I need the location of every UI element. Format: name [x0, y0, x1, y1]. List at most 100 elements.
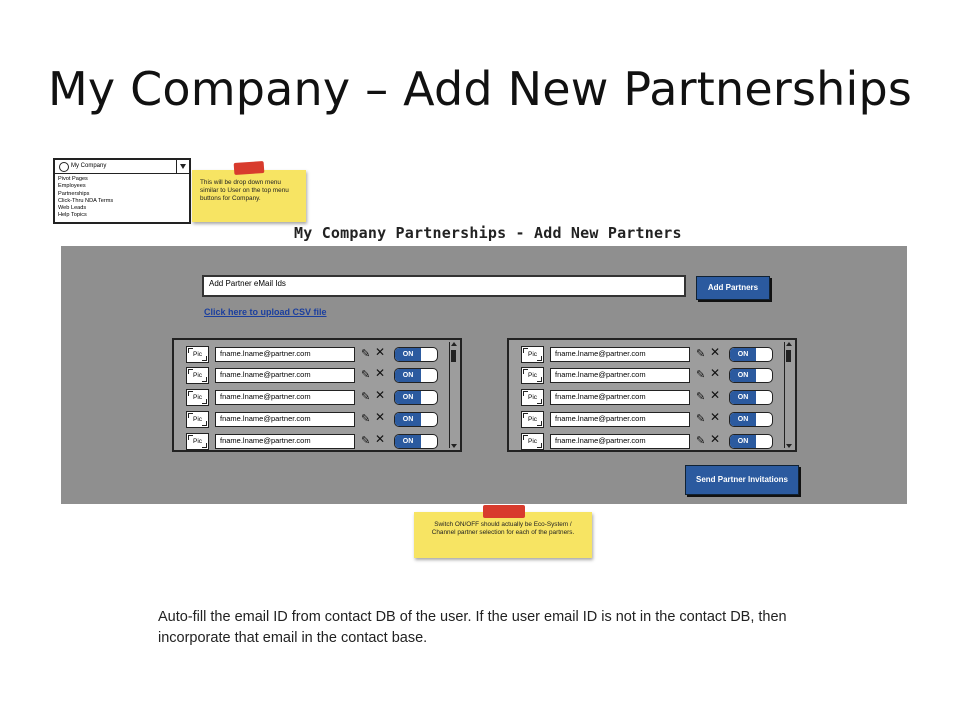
- dropdown-toggle[interactable]: [176, 160, 189, 173]
- partner-pic: Pic: [186, 389, 209, 406]
- partner-pic: Pic: [521, 389, 544, 406]
- toggle-on-label: ON: [730, 348, 756, 361]
- partner-email-field[interactable]: fname.lname@partner.com: [215, 347, 355, 362]
- toggle-on-label: ON: [395, 348, 421, 361]
- chevron-down-icon: [180, 164, 186, 169]
- partner-email-field[interactable]: fname.lname@partner.com: [550, 368, 690, 383]
- toggle-on-label: ON: [730, 369, 756, 382]
- partner-toggle[interactable]: ON: [729, 412, 773, 427]
- partner-pic: Pic: [186, 411, 209, 428]
- partner-list-right: Pic fname.lname@partner.com ✎ ✕ ON Pic f…: [507, 338, 797, 452]
- delete-x-icon[interactable]: ✕: [375, 432, 386, 446]
- menu-item-web-leads[interactable]: Web Leads: [58, 205, 87, 212]
- toggle-on-label: ON: [730, 413, 756, 426]
- partner-row: Pic fname.lname@partner.com ✎ ✕ ON: [509, 409, 789, 429]
- menu-item-employees[interactable]: Employees: [58, 183, 86, 190]
- partner-toggle[interactable]: ON: [394, 368, 438, 383]
- menu-circle-icon: [59, 162, 69, 172]
- pencil-icon[interactable]: ✎: [361, 369, 371, 381]
- partner-toggle[interactable]: ON: [729, 368, 773, 383]
- scroll-thumb[interactable]: [786, 350, 791, 362]
- mockup-heading: My Company Partnerships - Add New Partne…: [294, 224, 682, 242]
- scroll-thumb[interactable]: [451, 350, 456, 362]
- add-partners-button[interactable]: Add Partners: [696, 276, 770, 300]
- pencil-icon[interactable]: ✎: [696, 413, 706, 425]
- sticky-note-text: Switch ON/OFF should actually be Eco-Sys…: [431, 521, 575, 536]
- partner-row: Pic fname.lname@partner.com ✎ ✕ ON: [509, 365, 789, 385]
- delete-x-icon[interactable]: ✕: [375, 366, 386, 380]
- sticky-note-switch: Switch ON/OFF should actually be Eco-Sys…: [414, 512, 592, 558]
- menu-item-partnerships[interactable]: Partnerships: [58, 190, 90, 197]
- partner-pic: Pic: [521, 411, 544, 428]
- scroll-down-icon[interactable]: [786, 444, 792, 448]
- partner-pic: Pic: [186, 367, 209, 384]
- partner-toggle[interactable]: ON: [729, 390, 773, 405]
- pencil-icon[interactable]: ✎: [696, 391, 706, 403]
- partner-email-field[interactable]: fname.lname@partner.com: [215, 434, 355, 449]
- partner-pic: Pic: [186, 346, 209, 363]
- pencil-icon[interactable]: ✎: [361, 348, 371, 360]
- partner-email-field[interactable]: fname.lname@partner.com: [550, 434, 690, 449]
- partner-email-field[interactable]: fname.lname@partner.com: [550, 390, 690, 405]
- dropdown-title: My Company: [71, 163, 107, 169]
- delete-x-icon[interactable]: ✕: [710, 345, 721, 359]
- upload-csv-link[interactable]: Click here to upload CSV file: [204, 307, 327, 317]
- slide-note: Auto-fill the email ID from contact DB o…: [158, 609, 787, 646]
- partner-toggle[interactable]: ON: [729, 434, 773, 449]
- tape-strip: [233, 160, 265, 176]
- partner-row: Pic fname.lname@partner.com ✎ ✕ ON: [509, 344, 789, 364]
- scroll-up-icon[interactable]: [451, 342, 457, 346]
- menu-item-help-topics[interactable]: Help Topics: [58, 212, 87, 219]
- partner-panel: Add Partner eMail Ids Add Partners Click…: [61, 246, 907, 504]
- menu-item-pivot-pages[interactable]: Pivot Pages: [58, 176, 88, 182]
- partner-pic: Pic: [521, 433, 544, 450]
- partner-toggle[interactable]: ON: [394, 412, 438, 427]
- pencil-icon[interactable]: ✎: [696, 348, 706, 360]
- delete-x-icon[interactable]: ✕: [375, 410, 386, 424]
- partner-email-field[interactable]: fname.lname@partner.com: [215, 390, 355, 405]
- toggle-on-label: ON: [395, 435, 421, 448]
- toggle-on-label: ON: [730, 391, 756, 404]
- delete-x-icon[interactable]: ✕: [710, 410, 721, 424]
- dropdown-header[interactable]: My Company: [55, 160, 189, 174]
- partner-email-field[interactable]: fname.lname@partner.com: [550, 347, 690, 362]
- pencil-icon[interactable]: ✎: [361, 391, 371, 403]
- toggle-on-label: ON: [395, 369, 421, 382]
- toggle-on-label: ON: [395, 391, 421, 404]
- tape-strip: [483, 505, 525, 518]
- pencil-icon[interactable]: ✎: [696, 435, 706, 447]
- delete-x-icon[interactable]: ✕: [710, 388, 721, 402]
- partner-pic: Pic: [521, 346, 544, 363]
- partner-email-field[interactable]: fname.lname@partner.com: [215, 368, 355, 383]
- list-scrollbar[interactable]: [784, 342, 793, 448]
- delete-x-icon[interactable]: ✕: [375, 388, 386, 402]
- delete-x-icon[interactable]: ✕: [710, 366, 721, 380]
- partner-toggle[interactable]: ON: [729, 347, 773, 362]
- list-scrollbar[interactable]: [449, 342, 458, 448]
- partner-toggle[interactable]: ON: [394, 390, 438, 405]
- delete-x-icon[interactable]: ✕: [375, 345, 386, 359]
- partner-list-left: Pic fname.lname@partner.com ✎ ✕ ON Pic f…: [172, 338, 462, 452]
- menu-item-nda-terms[interactable]: Click-Thru NDA Terms: [58, 197, 114, 204]
- pencil-icon[interactable]: ✎: [361, 435, 371, 447]
- partner-pic: Pic: [521, 367, 544, 384]
- sticky-note-menu: This will be drop down menu similar to U…: [192, 170, 306, 222]
- partner-row: Pic fname.lname@partner.com ✎ ✕ ON: [174, 365, 454, 385]
- scroll-down-icon[interactable]: [451, 444, 457, 448]
- slide-title: My Company – Add New Partnerships: [47, 62, 913, 116]
- partner-row: Pic fname.lname@partner.com ✎ ✕ ON: [509, 431, 789, 451]
- partner-row: Pic fname.lname@partner.com ✎ ✕ ON: [174, 387, 454, 407]
- partner-row: Pic fname.lname@partner.com ✎ ✕ ON: [174, 409, 454, 429]
- partner-pic: Pic: [186, 433, 209, 450]
- pencil-icon[interactable]: ✎: [696, 369, 706, 381]
- partner-email-input[interactable]: Add Partner eMail Ids: [202, 275, 686, 297]
- delete-x-icon[interactable]: ✕: [710, 432, 721, 446]
- company-dropdown-menu[interactable]: My Company Pivot Pages Employees Partner…: [53, 158, 191, 224]
- partner-email-field[interactable]: fname.lname@partner.com: [550, 412, 690, 427]
- scroll-up-icon[interactable]: [786, 342, 792, 346]
- pencil-icon[interactable]: ✎: [361, 413, 371, 425]
- partner-toggle[interactable]: ON: [394, 347, 438, 362]
- partner-toggle[interactable]: ON: [394, 434, 438, 449]
- send-invitations-button[interactable]: Send Partner Invitations: [685, 465, 799, 495]
- partner-email-field[interactable]: fname.lname@partner.com: [215, 412, 355, 427]
